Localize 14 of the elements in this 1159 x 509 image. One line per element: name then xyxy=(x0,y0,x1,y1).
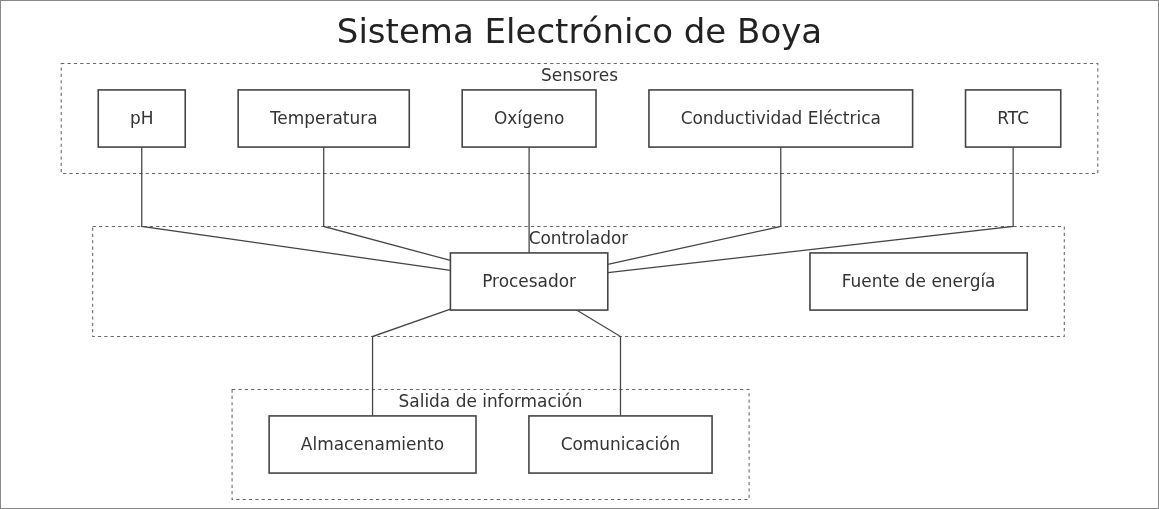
node-box: Procesador xyxy=(449,252,609,311)
node-box: Temperatura xyxy=(237,89,411,148)
connector xyxy=(607,146,782,265)
node-box: Comunicación xyxy=(528,415,713,474)
node-box: pH xyxy=(97,89,187,148)
node-box: Fuente de energía xyxy=(809,252,1029,311)
diagram-title: Sistema Electrónico de Boya xyxy=(336,11,823,51)
node-box: Almacenamiento xyxy=(268,415,477,474)
node-box: Oxígeno xyxy=(461,89,597,148)
node-box: Conductividad Eléctrica xyxy=(648,89,914,148)
node-box: RTC xyxy=(964,89,1062,148)
connector xyxy=(371,308,452,417)
connector xyxy=(607,146,1014,274)
connector xyxy=(528,146,530,254)
